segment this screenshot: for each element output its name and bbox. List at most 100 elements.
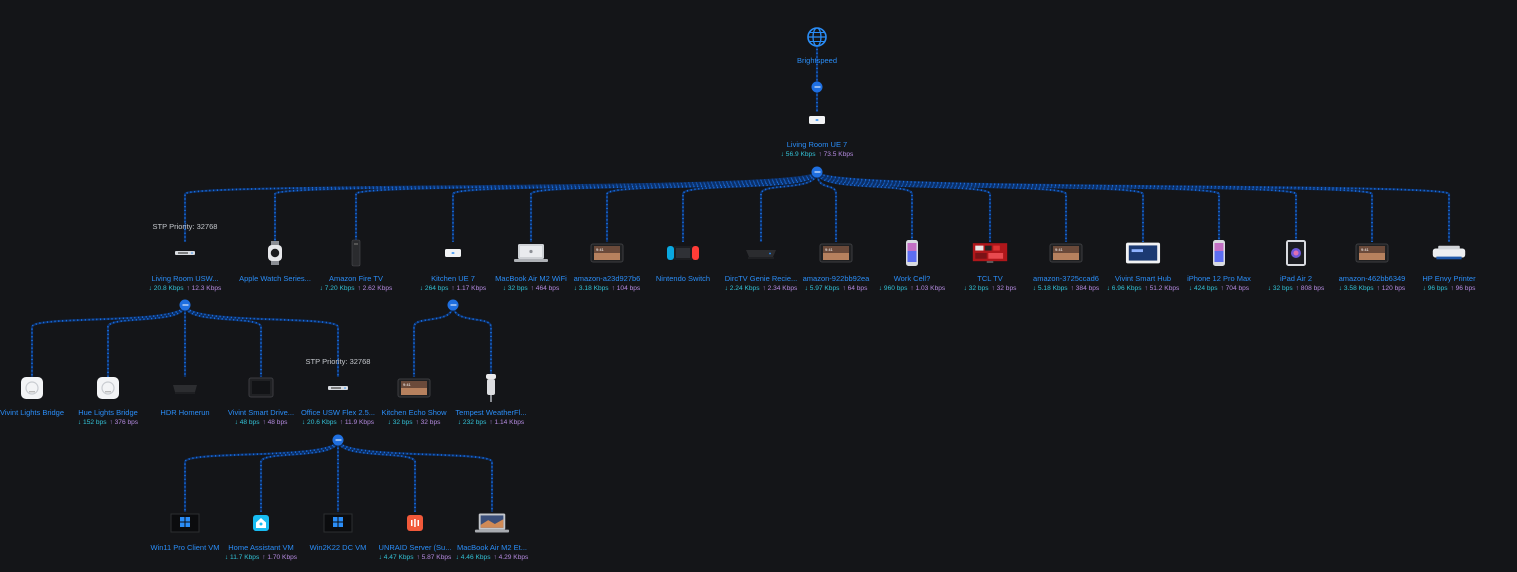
tv-icon xyxy=(972,238,1008,268)
device-office-usw-flex-2-5[interactable]: Office USW Flex 2.5...↓ 20.6 Kbps↑ 11.9 … xyxy=(296,373,380,426)
device-label: Living Room UE 7 xyxy=(786,140,848,149)
device-label: UNRAID Server (Su... xyxy=(378,543,452,552)
device-label: DircTV Genie Recie... xyxy=(724,274,798,283)
device-iphone-12-pro-max[interactable]: iPhone 12 Pro Max↓ 424 bps↑ 704 bps xyxy=(1177,238,1261,292)
upload-rate: ↑ 32 bps xyxy=(991,285,1017,292)
link-traffic xyxy=(816,171,1450,242)
collapse-living-room-switch-button[interactable] xyxy=(179,299,191,311)
download-rate: ↓ 264 bps xyxy=(419,285,449,292)
upload-rate: ↑ 48 bps xyxy=(262,419,288,426)
device-win2k22-dc-vm[interactable]: Win2K22 DC VM xyxy=(296,508,380,552)
device-home-assistant-vm[interactable]: Home Assistant VM ↓ 11.7 Kbps↑ 1.70 Kbps xyxy=(219,508,303,561)
link-line xyxy=(106,304,187,377)
phone-icon xyxy=(1201,238,1237,268)
device-living-room-ue-7[interactable]: Living Room UE 7↓ 56.9 Kbps↑ 73.5 Kbps xyxy=(775,105,859,158)
download-rate: ↓ 32 bps xyxy=(963,285,989,292)
printer-icon xyxy=(1431,238,1467,268)
device-hdr-homerun[interactable]: HDR Homerun xyxy=(143,373,227,417)
throughput-stats: ↓ 4.47 Kbps↑ 5.87 Kbps xyxy=(373,554,457,561)
echo-show-icon: 9:41 xyxy=(396,373,432,403)
device-label: Kitchen Echo Show xyxy=(381,408,447,417)
device-label: Nintendo Switch xyxy=(655,274,711,283)
upload-rate: ↑ 1.17 Kbps xyxy=(451,285,487,292)
gateway-brightspeed[interactable]: Brightspeed xyxy=(775,22,859,65)
upload-rate: ↑ 120 bps xyxy=(1376,285,1406,292)
device-vivint-lights-bridge[interactable]: Vivint Lights Bridge xyxy=(0,373,74,417)
home-assistant-icon xyxy=(243,508,279,538)
link-traffic xyxy=(184,304,339,377)
device-label: iPhone 12 Pro Max xyxy=(1187,274,1251,283)
device-label: Brightspeed xyxy=(796,56,838,65)
link-traffic xyxy=(337,439,493,512)
device-label: Amazon Fire TV xyxy=(328,274,384,283)
link-line xyxy=(183,304,263,377)
device-amazon-fire-tv[interactable]: Amazon Fire TV ↓ 7.20 Kbps↑ 2.62 Kbps xyxy=(314,238,398,292)
download-rate: ↓ 96 bps xyxy=(1422,285,1448,292)
throughput-stats: ↓ 7.20 Kbps↑ 2.62 Kbps xyxy=(314,285,398,292)
device-label: Living Room USW... xyxy=(151,274,219,283)
echo-show-icon: 9:41 xyxy=(818,238,854,268)
download-rate: ↓ 56.9 Kbps xyxy=(780,151,816,158)
device-tcl-tv[interactable]: TCL TV↓ 32 bps↑ 32 bps xyxy=(948,238,1032,292)
collapse-office-switch-button[interactable] xyxy=(332,434,344,446)
device-apple-watch-series[interactable]: Apple Watch Series... xyxy=(233,238,317,283)
link-traffic xyxy=(682,171,818,242)
upload-rate: ↑ 5.87 Kbps xyxy=(416,554,452,561)
device-living-room-usw[interactable]: Living Room USW...↓ 20.8 Kbps↑ 12.3 Kbps xyxy=(143,238,227,292)
device-vivint-smart-hub[interactable]: Vivint Smart Hub↓ 6.96 Kbps↑ 51.2 Kbps xyxy=(1101,238,1185,292)
device-work-cell[interactable]: Work Cell?↓ 960 bps↑ 1.03 Kbps xyxy=(870,238,954,292)
tuner-icon xyxy=(167,373,203,403)
fire-tv-icon xyxy=(338,238,374,268)
device-hp-envy-printer[interactable]: HP Envy Printer↓ 96 bps↑ 96 bps xyxy=(1407,238,1491,292)
device-label: MacBook Air M2 WiFi xyxy=(495,274,567,283)
device-win11-pro-client-vm[interactable]: Win11 Pro Client VM xyxy=(143,508,227,552)
device-unraid-server-su[interactable]: UNRAID Server (Su... ↓ 4.47 Kbps↑ 5.87 Kb… xyxy=(373,508,457,561)
upload-rate: ↑ 1.03 Kbps xyxy=(910,285,946,292)
svg-text:9:41: 9:41 xyxy=(825,247,834,252)
link-traffic xyxy=(184,439,339,512)
device-macbook-air-m2-et[interactable]: MacBook Air M2 Et...↓ 4.46 Kbps↑ 4.29 Kb… xyxy=(450,508,534,561)
device-kitchen-ue-7[interactable]: Kitchen UE 7↓ 264 bps↑ 1.17 Kbps xyxy=(411,238,495,292)
device-dirctv-genie-recie[interactable]: DircTV Genie Recie...↓ 2.24 Kbps↑ 2.34 K… xyxy=(719,238,803,292)
download-rate: ↓ 152 bps xyxy=(77,419,107,426)
download-rate: ↓ 5.97 Kbps xyxy=(804,285,840,292)
device-label: Vivint Lights Bridge xyxy=(0,408,65,417)
stp-priority-label: STP Priority: 32768 xyxy=(305,357,371,366)
throughput-stats: ↓ 4.46 Kbps↑ 4.29 Kbps xyxy=(450,554,534,561)
throughput-stats: ↓ 96 bps↑ 96 bps xyxy=(1407,285,1491,292)
watch-icon xyxy=(257,238,293,268)
device-label: Home Assistant VM xyxy=(228,543,294,552)
bridge-icon xyxy=(90,373,126,403)
collapse-living-room-ue-7-button[interactable] xyxy=(811,166,823,178)
collapse-gateway-button[interactable] xyxy=(811,81,823,93)
smart-hub-icon xyxy=(1125,238,1161,268)
device-label: Win11 Pro Client VM xyxy=(150,543,220,552)
windows-icon xyxy=(320,508,356,538)
download-rate: ↓ 32 bps xyxy=(387,419,413,426)
svg-text:9:41: 9:41 xyxy=(1055,247,1064,252)
device-ipad-air-2[interactable]: iPad Air 2↓ 32 bps↑ 808 bps xyxy=(1254,238,1338,292)
access-point-icon xyxy=(799,105,835,135)
upload-rate: ↑ 96 bps xyxy=(1450,285,1476,292)
throughput-stats: ↓ 11.7 Kbps↑ 1.70 Kbps xyxy=(219,554,303,561)
device-hue-lights-bridge[interactable]: Hue Lights Bridge↓ 152 bps↑ 376 bps xyxy=(66,373,150,426)
device-vivint-smart-drive[interactable]: Vivint Smart Drive...↓ 48 bps↑ 48 bps xyxy=(219,373,303,426)
link-line xyxy=(259,439,340,512)
device-nintendo-switch[interactable]: Nintendo Switch xyxy=(641,238,725,283)
download-rate: ↓ 4.47 Kbps xyxy=(378,554,414,561)
drive-icon xyxy=(243,373,279,403)
upload-rate: ↑ 11.9 Kbps xyxy=(339,419,375,426)
device-macbook-air-m2-wifi[interactable]: MacBook Air M2 WiFi↓ 32 bps↑ 464 bps xyxy=(489,238,573,292)
echo-show-icon: 9:41 xyxy=(1048,238,1084,268)
download-rate: ↓ 7.20 Kbps xyxy=(319,285,355,292)
upload-rate: ↑ 2.62 Kbps xyxy=(357,285,393,292)
device-tempest-weatherfl[interactable]: Tempest WeatherFl...↓ 232 bps↑ 1.14 Kbps xyxy=(449,373,533,426)
bridge-icon xyxy=(14,373,50,403)
throughput-stats: ↓ 152 bps↑ 376 bps xyxy=(66,419,150,426)
collapse-kitchen-ue-7-button[interactable] xyxy=(447,299,459,311)
